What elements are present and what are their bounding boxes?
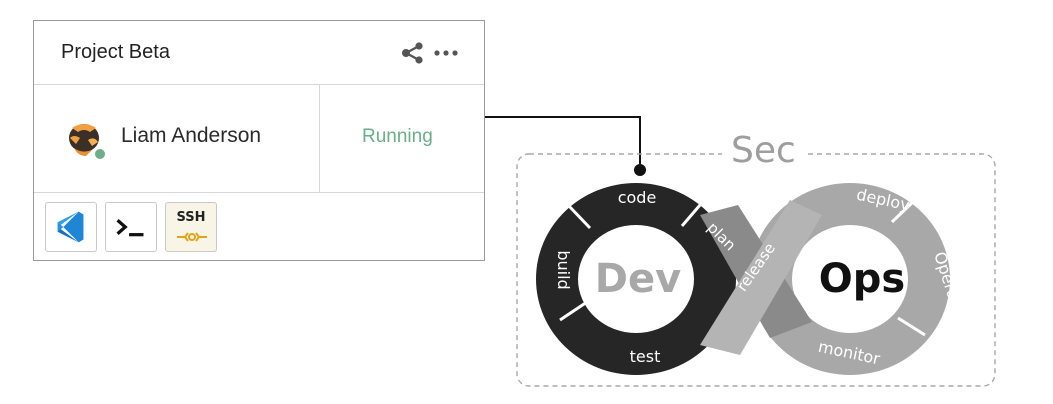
ops-label: Ops bbox=[819, 256, 905, 302]
dev-label: Dev bbox=[595, 256, 681, 302]
status-text: Running bbox=[362, 126, 433, 147]
devsecops-diagram: Dev Ops code test build plan release dep… bbox=[516, 153, 996, 387]
share-icon[interactable] bbox=[401, 42, 425, 64]
sec-label: Sec bbox=[722, 130, 805, 171]
stage-test: test bbox=[630, 347, 661, 366]
ssh-icon bbox=[177, 232, 207, 242]
terminal-button[interactable] bbox=[105, 202, 157, 252]
more-icon[interactable] bbox=[433, 42, 459, 64]
card-body: Liam Anderson Running bbox=[34, 84, 484, 193]
project-card: Project Beta Liam Anderson Running bbox=[33, 20, 485, 261]
stage-code: code bbox=[618, 188, 657, 207]
divider bbox=[319, 84, 320, 192]
avatar bbox=[69, 124, 107, 161]
ssh-label: SSH bbox=[176, 210, 206, 225]
release-band bbox=[700, 200, 822, 355]
card-header: Project Beta bbox=[34, 21, 484, 85]
user-name: Liam Anderson bbox=[121, 124, 262, 147]
vscode-icon bbox=[57, 211, 84, 243]
ssh-button[interactable]: SSH bbox=[165, 202, 217, 252]
terminal-icon bbox=[116, 219, 144, 237]
vscode-button[interactable] bbox=[45, 202, 97, 252]
card-title: Project Beta bbox=[61, 41, 170, 63]
stage-build: build bbox=[554, 250, 573, 289]
dev-loop bbox=[536, 183, 736, 375]
